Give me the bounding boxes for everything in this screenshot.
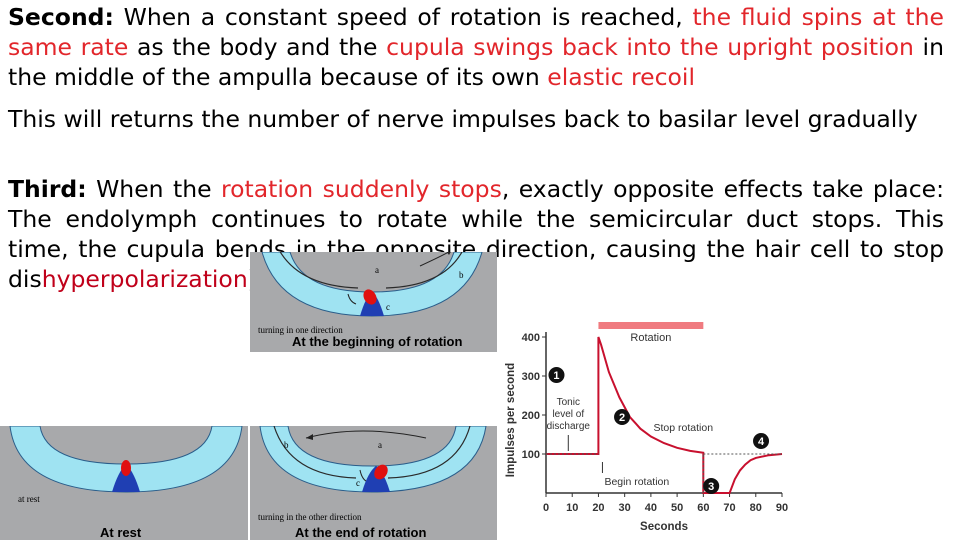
y-tick-label: 100	[522, 449, 540, 461]
p1-text-1: When a constant speed of rotation is rea…	[113, 3, 693, 31]
figure-beginning-of-rotation: a b c turning in one direction At the be…	[250, 252, 497, 352]
y-tick-label: 200	[522, 410, 540, 422]
figure-at-rest: at rest At rest	[0, 426, 248, 540]
x-tick-label: 70	[723, 502, 735, 514]
p1-highlight-2: cupula swings back into the upright posi…	[386, 33, 914, 61]
p3-text-2: , exactly opposite effects take place: T…	[8, 175, 944, 293]
figure-note: at rest	[18, 494, 40, 504]
step-marker	[614, 409, 631, 425]
x-axis-title: Seconds	[640, 521, 688, 533]
y-tick-label: 300	[522, 371, 540, 383]
p1-text-3: in the middle of the ampulla because of …	[8, 33, 944, 91]
x-tick-label: 60	[697, 502, 709, 514]
step-marker-label: 1	[553, 370, 559, 382]
x-tick-label: 80	[750, 502, 762, 514]
tonic-label: level of	[552, 409, 584, 420]
figure-caption: At the end of rotation	[295, 525, 427, 540]
figure-caption: At rest	[100, 525, 142, 540]
x-tick-label: 10	[566, 502, 578, 514]
x-tick-label: 50	[671, 502, 683, 514]
label-c: c	[356, 478, 360, 488]
rotation-bar-label: Rotation	[630, 332, 671, 344]
lead-third: Third:	[8, 175, 87, 203]
tonic-label: Tonic	[557, 397, 580, 408]
label-a: a	[378, 440, 382, 450]
stop-rotation-label: Stop rotation	[654, 422, 714, 434]
step-marker-label: 4	[758, 436, 765, 448]
step-marker	[753, 433, 770, 449]
p2-text: This will returns the number of nerve im…	[8, 105, 918, 133]
label-a: a	[375, 265, 379, 275]
rotation-bar	[598, 322, 704, 329]
p3-highlight-1: rotation suddenly stops	[221, 175, 502, 203]
paragraph-second: Second: When a constant speed of rotatio…	[8, 2, 944, 92]
p1-highlight-3: elastic recoil	[547, 63, 695, 91]
step-marker	[703, 478, 720, 494]
paragraph-basilar: This will returns the number of nerve im…	[8, 104, 944, 134]
p1-highlight-1: the fluid spins at the same rate	[8, 3, 944, 61]
step-marker-label: 3	[708, 481, 714, 493]
p3-highlight-2: hyperpolarization	[41, 265, 248, 293]
y-tick-label: 400	[522, 332, 540, 344]
lead-second: Second:	[8, 3, 114, 31]
x-tick-label: 0	[543, 502, 549, 514]
x-tick-label: 40	[645, 502, 657, 514]
figure-caption: At the beginning of rotation	[292, 334, 463, 349]
figure-note: turning in one direction	[258, 325, 343, 335]
figure-note: turning in the other direction	[258, 512, 362, 522]
tonic-label: discharge	[547, 421, 591, 432]
x-tick-label: 90	[776, 502, 788, 514]
paragraph-third: Third: When the rotation suddenly stops,…	[8, 174, 944, 294]
x-tick-label: 20	[592, 502, 604, 514]
label-c: c	[386, 302, 390, 312]
figure-end-of-rotation: a b c turning in the other direction At …	[250, 426, 497, 540]
label-b: b	[284, 440, 289, 450]
x-tick-label: 30	[619, 502, 631, 514]
begin-rotation-label: Begin rotation	[604, 476, 669, 488]
label-b: b	[459, 270, 464, 280]
step-marker	[548, 367, 565, 383]
step-marker-label: 2	[619, 412, 625, 424]
p1-text-2: as the body and the	[128, 33, 387, 61]
p3-text-1: When the	[86, 175, 222, 203]
y-axis-title: Impulses per second	[505, 363, 517, 477]
